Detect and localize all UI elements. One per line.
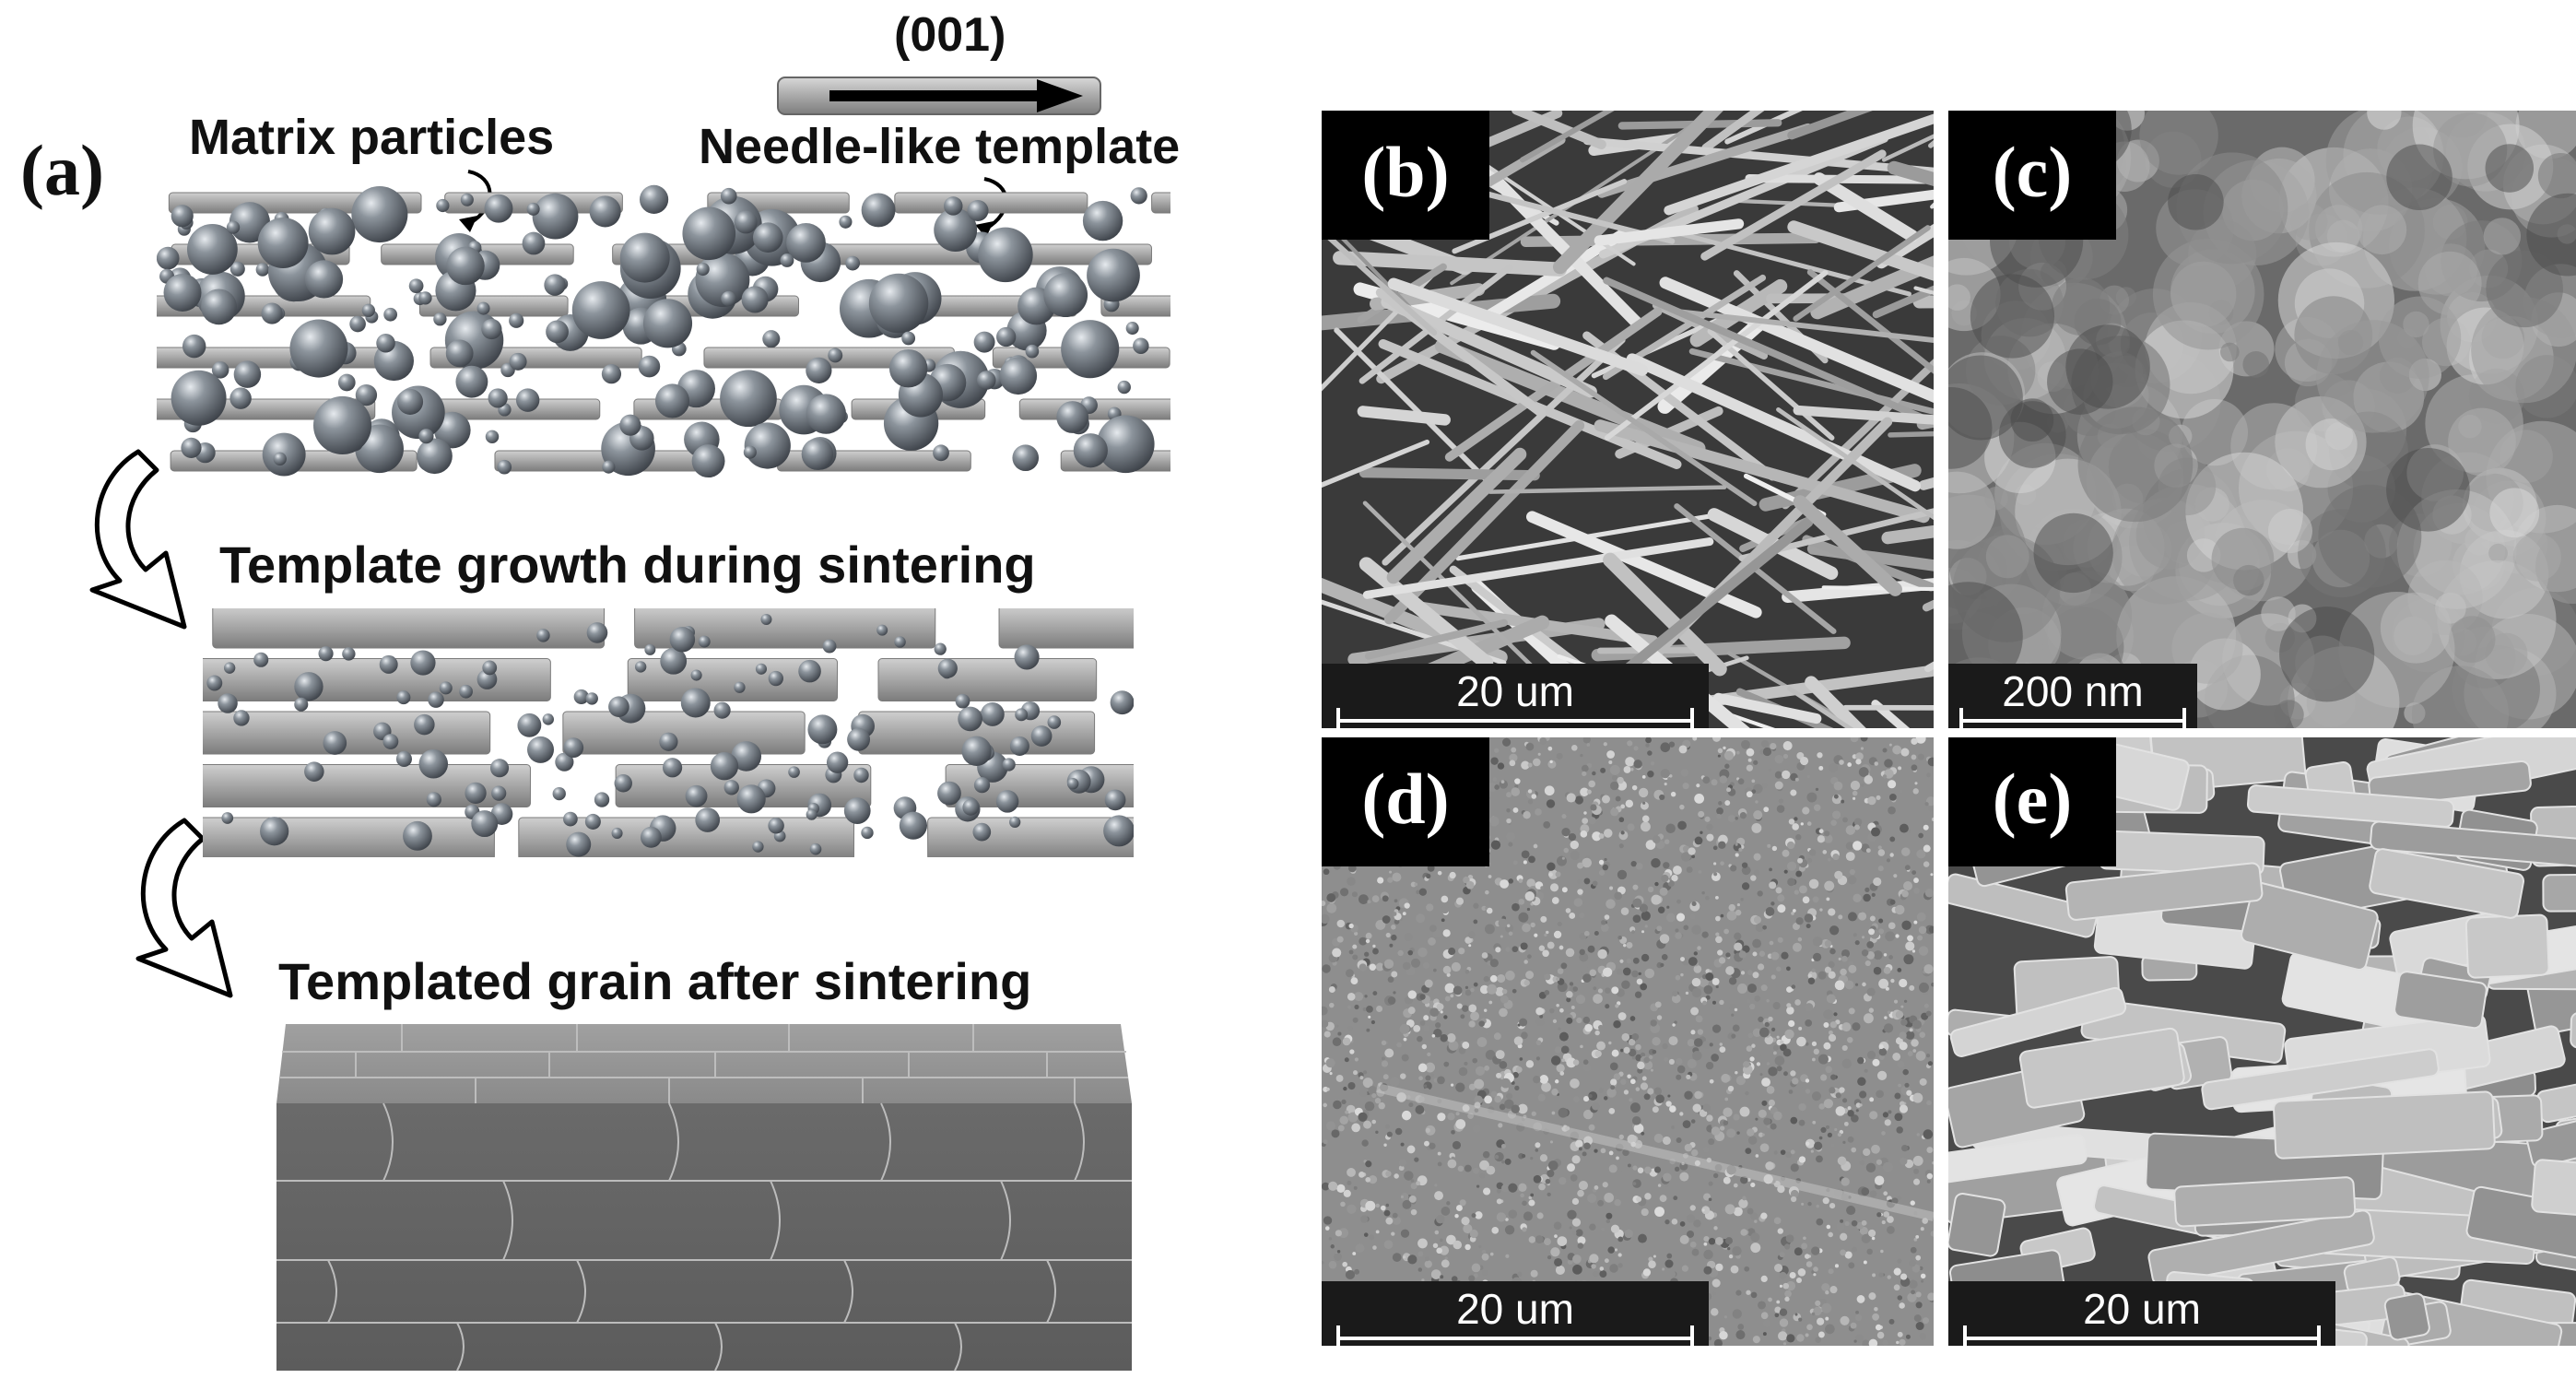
matrix-particle-bed xyxy=(157,184,1170,478)
direction-label: (001) xyxy=(894,8,1006,62)
scale-bar-c: 200 nm xyxy=(1948,664,2197,728)
scale-bar-e: 20 um xyxy=(1948,1281,2335,1346)
step3-label: Templated grain after sintering xyxy=(278,952,1032,1010)
sem-panel-b: (b) 20 um xyxy=(1322,111,1934,728)
flow-arrow-2-icon xyxy=(135,818,233,998)
needle-template-label: Needle-like template xyxy=(699,119,1181,174)
panel-a-label: (a) xyxy=(20,130,104,210)
sem-label-e: (e) xyxy=(1948,737,2116,866)
direction-arrow-icon xyxy=(777,77,1101,115)
sphere-layer xyxy=(157,184,1155,478)
sem-panel-e: (e) 20 um xyxy=(1948,737,2576,1346)
step2-label: Template growth during sintering xyxy=(219,536,1036,594)
templated-grain-block xyxy=(276,1024,1132,1372)
scale-bar-d: 20 um xyxy=(1322,1281,1709,1346)
matrix-particles-label: Matrix particles xyxy=(189,110,555,165)
template-growth-bed xyxy=(203,608,1134,857)
sem-label-b: (b) xyxy=(1322,111,1489,240)
flow-arrow-1-icon xyxy=(89,449,187,630)
sem-label-d: (d) xyxy=(1322,737,1489,866)
sem-panel-c: (c) 200 nm xyxy=(1948,111,2576,728)
scale-bar-b: 20 um xyxy=(1322,664,1709,728)
sem-label-c: (c) xyxy=(1948,111,2116,240)
sem-panel-d: (d) 20 um xyxy=(1322,737,1934,1346)
sphere-layer xyxy=(206,614,1134,857)
